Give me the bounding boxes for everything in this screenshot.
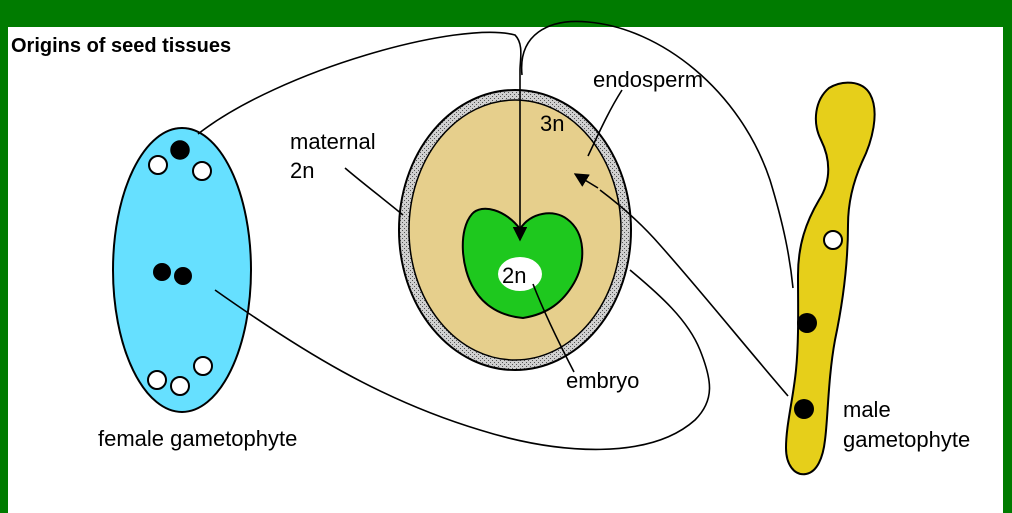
black-circle-icon [794,399,814,419]
embryo-label: embryo [566,368,639,393]
white-circle-icon [149,156,167,174]
black-circle-icon [174,267,192,285]
white-circle-icon [148,371,166,389]
embryo-ploidy-label: 2n [502,263,526,288]
white-circle-icon [193,162,211,180]
seed [399,90,631,370]
male-gametophyte-label: gametophyte [843,427,970,452]
female-gametophyte-label: female gametophyte [98,426,297,451]
white-circle-icon [824,231,842,249]
endosperm-ploidy-label: 3n [540,111,564,136]
white-circle-icon [171,377,189,395]
black-circle-icon [171,141,189,159]
diagram-title: Origins of seed tissues [11,35,231,57]
female-gametophyte [113,128,251,412]
black-circle-icon [797,313,817,333]
black-circle-icon [153,263,171,281]
maternal-label: maternal [290,129,376,154]
male-label: male [843,397,891,422]
white-circle-icon [194,357,212,375]
endosperm-label: endosperm [593,67,703,92]
maternal-ploidy-label: 2n [290,158,314,183]
